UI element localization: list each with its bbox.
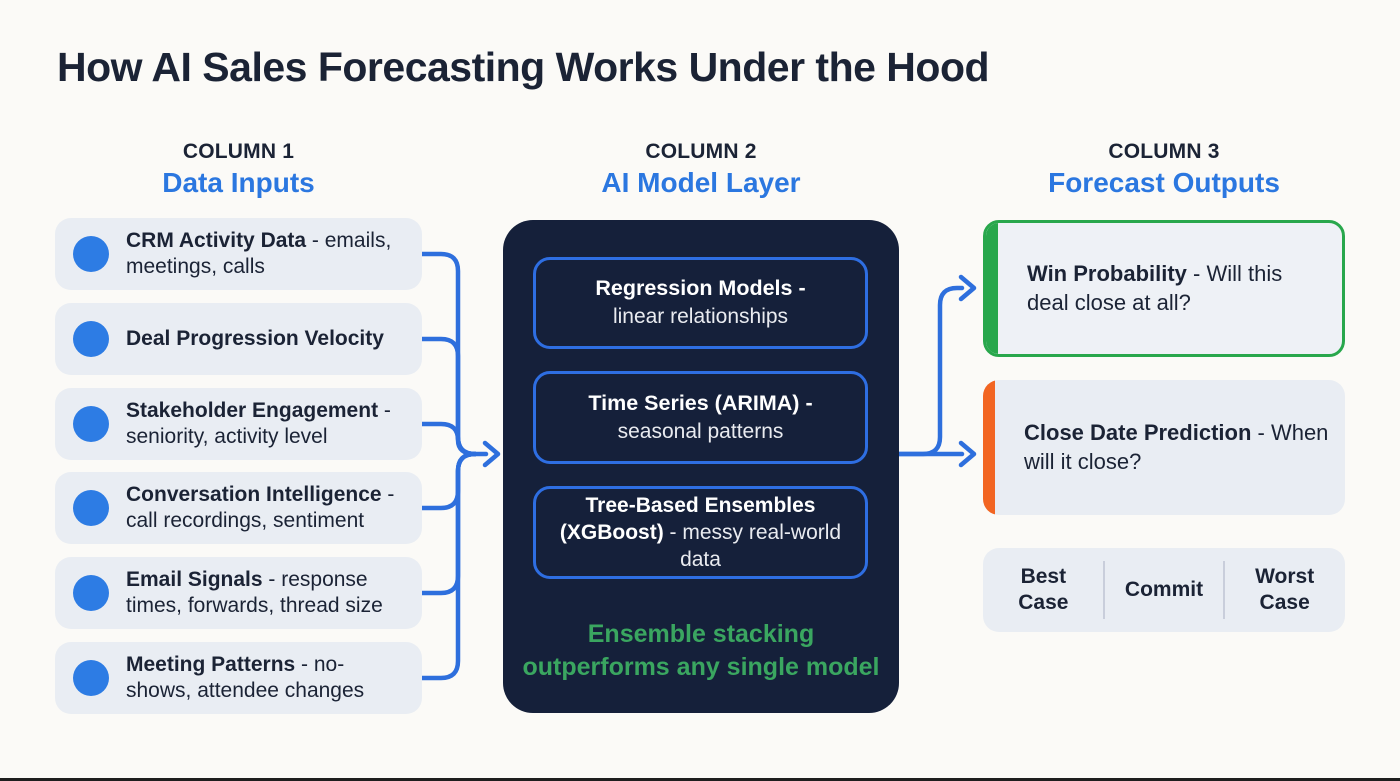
input-card-meeting-patterns: Meeting Patterns - no-shows, attendee ch… (55, 641, 422, 714)
scenario-label: Best Case (1018, 565, 1069, 614)
connector-input-6 (418, 451, 478, 681)
connector-input-3 (418, 421, 478, 457)
page-title: How AI Sales Forecasting Works Under the… (57, 44, 990, 90)
model-card-detail: seasonal patterns (617, 419, 784, 443)
scenario-bar: Best Case Commit Worst Case (983, 548, 1345, 632)
column3-header: COLUMN 3 Forecast Outputs (983, 140, 1345, 199)
input-card-label: Deal Progression Velocity (126, 326, 384, 350)
scenario-commit: Commit (1102, 548, 1225, 632)
output-card-close-date: Close Date Prediction - When will it clo… (983, 380, 1345, 515)
connector-input-5 (418, 451, 478, 596)
input-card-stakeholder: Stakeholder Engagement - seniority, acti… (55, 387, 422, 460)
column3-heading: Forecast Outputs (1048, 167, 1280, 198)
scenario-worst-case: Worst Case (1224, 548, 1345, 632)
arrowhead-close (958, 440, 977, 468)
column2-header: COLUMN 2 AI Model Layer (503, 140, 899, 199)
column1-heading: Data Inputs (162, 167, 315, 198)
data-inputs-list: CRM Activity Data - emails, meetings, ca… (55, 218, 422, 714)
input-card-label: Meeting Patterns - no-shows, attendee ch… (126, 652, 365, 702)
input-card-label: Conversation Intelligence - call recordi… (126, 483, 395, 533)
scenario-label: Worst Case (1255, 565, 1315, 614)
ai-model-panel: Regression Models - linear relationships… (503, 220, 899, 713)
orange-accent-bar (983, 380, 995, 515)
column1-eyebrow: COLUMN 1 (182, 140, 295, 163)
scenario-label: Commit (1124, 578, 1204, 602)
model-card-name: Regression Models - (595, 276, 806, 301)
input-card-deal-velocity: Deal Progression Velocity (55, 302, 422, 375)
column1-header: COLUMN 1 Data Inputs (55, 140, 422, 199)
input-card-label: CRM Activity Data - emails, meetings, ca… (126, 228, 392, 278)
green-accent-bar (986, 223, 998, 354)
column3-eyebrow: COLUMN 3 (1108, 140, 1220, 163)
bullet-icon (73, 659, 109, 696)
output-card-label: Win Probability - Will this deal close a… (1027, 261, 1283, 315)
arrowhead-model (482, 440, 501, 468)
bullet-icon (73, 490, 109, 527)
bottom-edge-line (0, 778, 1400, 781)
model-card-time-series: Time Series (ARIMA) - seasonal patterns (533, 371, 868, 464)
scenario-best-case: Best Case (983, 548, 1104, 632)
input-card-conversation: Conversation Intelligence - call recordi… (55, 472, 422, 545)
input-card-crm-activity: CRM Activity Data - emails, meetings, ca… (55, 218, 422, 290)
arrowhead-win (958, 274, 977, 302)
output-card-label: Close Date Prediction - When will it clo… (1024, 420, 1329, 474)
bullet-icon (73, 575, 109, 612)
input-card-email-signals: Email Signals - response times, forwards… (55, 557, 422, 630)
model-card-tree-ensembles: Tree-Based Ensembles (XGBoost) - messy r… (533, 486, 868, 579)
input-card-label: Stakeholder Engagement - seniority, acti… (126, 398, 391, 448)
bullet-icon (73, 320, 109, 357)
bullet-icon (73, 236, 109, 272)
connector-input-4 (418, 451, 478, 511)
connector-output-win (896, 285, 965, 457)
column2-heading: AI Model Layer (601, 167, 801, 198)
connector-input-2 (418, 336, 478, 457)
model-card-label: Tree-Based Ensembles (XGBoost) - messy r… (559, 493, 842, 572)
model-card-detail: linear relationships (612, 305, 789, 329)
model-card-name: Time Series (ARIMA) - (588, 390, 813, 415)
column2-eyebrow: COLUMN 2 (645, 140, 757, 163)
bullet-icon (73, 405, 109, 442)
input-card-label: Email Signals - response times, forwards… (126, 568, 383, 618)
ensemble-note: Ensemble stacking outperforms any single… (522, 620, 880, 681)
output-card-win-probability: Win Probability - Will this deal close a… (983, 220, 1345, 357)
model-card-regression: Regression Models - linear relationships (533, 257, 868, 349)
